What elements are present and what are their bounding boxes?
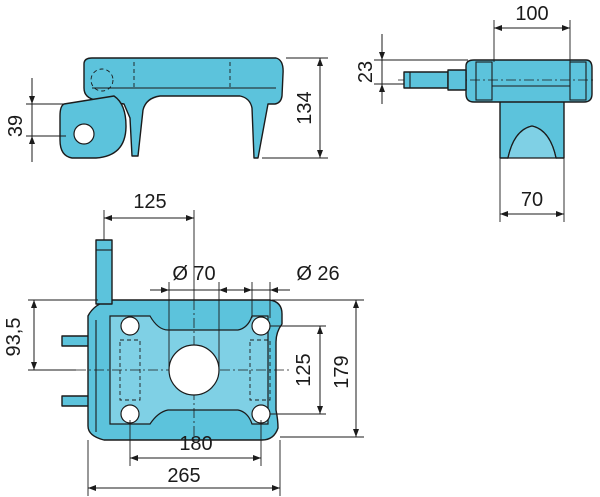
dim-side-total-height: 134: [294, 91, 316, 124]
front-view: 100 23 70: [355, 3, 596, 222]
dim-pin-offset: 125: [133, 191, 166, 213]
front-view-pin: [403, 71, 449, 89]
front-view-flange: [465, 59, 593, 103]
side-view-eye-hole: [73, 123, 95, 145]
side-view-hidden-pin: [90, 68, 114, 92]
plan-view-stud-upper: [61, 335, 91, 347]
dim-tube-width: 70: [521, 189, 543, 211]
dim-plate-width: 265: [167, 465, 200, 487]
dim-flange-height: 23: [355, 61, 377, 83]
dim-hole-spacing-horizontal: 180: [179, 433, 212, 455]
plan-view-stud-lower: [61, 395, 91, 407]
plan-view-bore: [168, 344, 220, 396]
dim-bore-diameter: Ø 70: [172, 263, 215, 285]
plan-view-hole-tl: [120, 316, 140, 336]
dim-pin-height: 93,5: [3, 318, 25, 357]
dim-plate-height: 179: [331, 355, 353, 388]
plan-view-hole-tr: [251, 316, 271, 336]
dim-side-eye-height: 39: [5, 115, 27, 137]
dim-hole-diameter: Ø 26: [296, 263, 339, 285]
plan-view: 125 Ø 70 Ø 26 93,5 125 17: [3, 191, 364, 496]
dim-hole-spacing-vertical: 125: [293, 353, 315, 386]
side-view-eye: [59, 95, 127, 159]
side-view: 39 134: [5, 57, 328, 162]
dim-top-width: 100: [515, 3, 548, 25]
